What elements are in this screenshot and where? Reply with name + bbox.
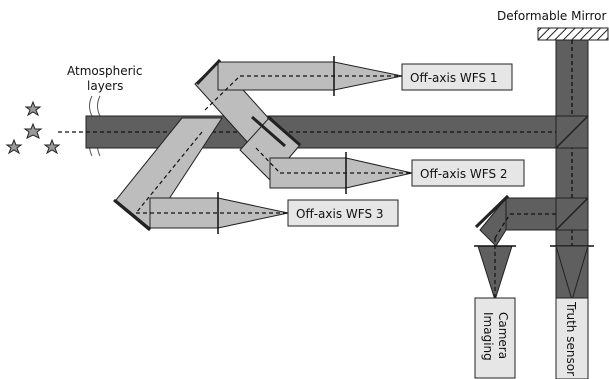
star-icon <box>24 100 42 117</box>
deformable-mirror-label: Deformable Mirror <box>497 9 607 23</box>
wfs1-label: Off-axis WFS 1 <box>410 71 498 85</box>
truth-sensor-label: Truth sensor <box>564 301 578 376</box>
atmospheric-label-line2: layers <box>87 79 123 93</box>
imaging-label-line2: Camera <box>496 312 510 359</box>
star-icon <box>5 138 23 155</box>
wfs2-label: Off-axis WFS 2 <box>420 167 508 181</box>
wfs2-box <box>411 159 525 187</box>
deformable-mirror <box>537 27 609 41</box>
wfs3-box <box>287 199 399 227</box>
atmospheric-label-line1: Atmospheric <box>67 64 142 78</box>
star-icon <box>43 138 61 155</box>
wfs1-box <box>401 63 513 91</box>
wfs3-label: Off-axis WFS 3 <box>296 207 384 221</box>
star-icon <box>23 122 43 139</box>
imaging-camera-box <box>474 297 516 379</box>
imaging-label-line1: Imaging <box>481 312 495 361</box>
star-icons <box>5 100 61 155</box>
truth-sensor-box <box>555 297 589 379</box>
imaging-beam-diag <box>479 196 507 247</box>
truth-cone <box>555 245 589 302</box>
